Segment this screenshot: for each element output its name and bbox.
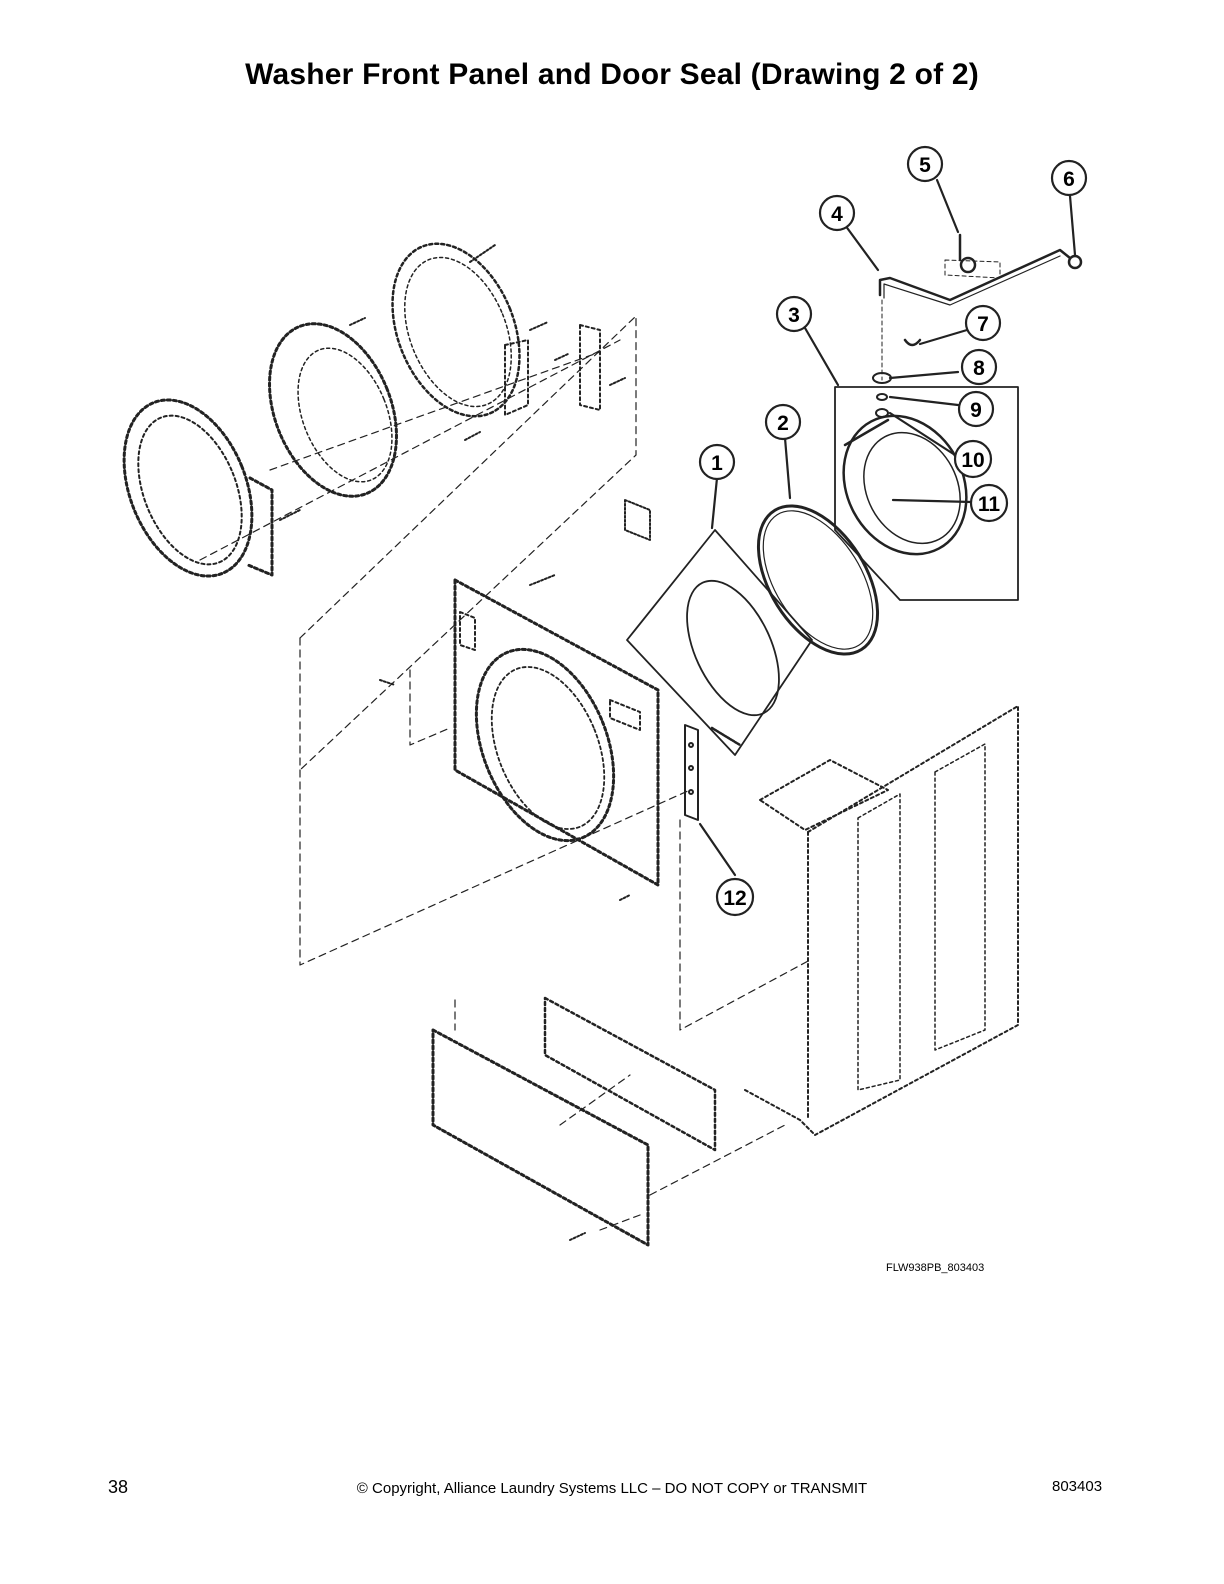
front-panel	[453, 578, 660, 887]
copyright-notice: © Copyright, Alliance Laundry Systems LL…	[356, 1480, 868, 1497]
callout-3: 3	[775, 295, 813, 333]
callouts: 1 2 3 4 5 6 7 8 9 10 11 12	[698, 145, 1088, 917]
callout-4-label: 4	[831, 203, 843, 226]
leader-lines	[698, 178, 1077, 877]
callout-11-label: 11	[978, 493, 1001, 516]
misc-screws	[379, 574, 631, 1241]
callout-5: 5	[906, 145, 944, 183]
callout-7-label: 7	[977, 313, 989, 336]
callout-4: 4	[818, 194, 856, 232]
spray-hose-part-4	[878, 233, 1083, 347]
callout-8: 8	[960, 348, 998, 386]
callout-12-label: 12	[723, 887, 746, 910]
page-number: 38	[108, 1477, 129, 1497]
kick-panel	[431, 996, 717, 1247]
callout-2: 2	[764, 403, 802, 441]
callout-9-label: 9	[970, 399, 982, 422]
lower-dash-lines	[454, 999, 786, 1231]
callout-11: 11	[969, 483, 1009, 523]
callout-12: 12	[715, 877, 755, 917]
callout-3-label: 3	[788, 304, 800, 327]
callout-7: 7	[964, 304, 1002, 342]
door-screws	[279, 244, 626, 521]
callout-6-label: 6	[1063, 168, 1075, 191]
page-title: Washer Front Panel and Door Seal (Drawin…	[245, 58, 979, 91]
door-outer-ring	[122, 398, 274, 578]
drawing-id: FLW938PB_803403	[886, 1262, 985, 1274]
callout-1-label: 1	[711, 452, 723, 475]
callout-1: 1	[698, 443, 736, 481]
hinge-strip-part-12	[684, 724, 699, 821]
part-1-box	[626, 529, 813, 756]
callout-10-label: 10	[961, 449, 984, 472]
panel-clip	[624, 499, 651, 541]
callout-6: 6	[1050, 159, 1088, 197]
door-glass-bowl	[268, 322, 398, 498]
document-number: 803403	[1052, 1478, 1103, 1495]
callout-10: 10	[953, 439, 993, 479]
cabinet-base	[744, 705, 1019, 1136]
door-inner-frame	[391, 242, 529, 418]
callout-8-label: 8	[973, 357, 985, 380]
part-3-box	[834, 386, 1019, 601]
assembly-outline-lines	[199, 315, 811, 1031]
callout-2-label: 2	[777, 412, 789, 435]
callout-5-label: 5	[919, 154, 931, 177]
small-washers	[872, 299, 892, 418]
door-hinge-bracket	[579, 324, 601, 411]
callout-9: 9	[957, 390, 995, 428]
